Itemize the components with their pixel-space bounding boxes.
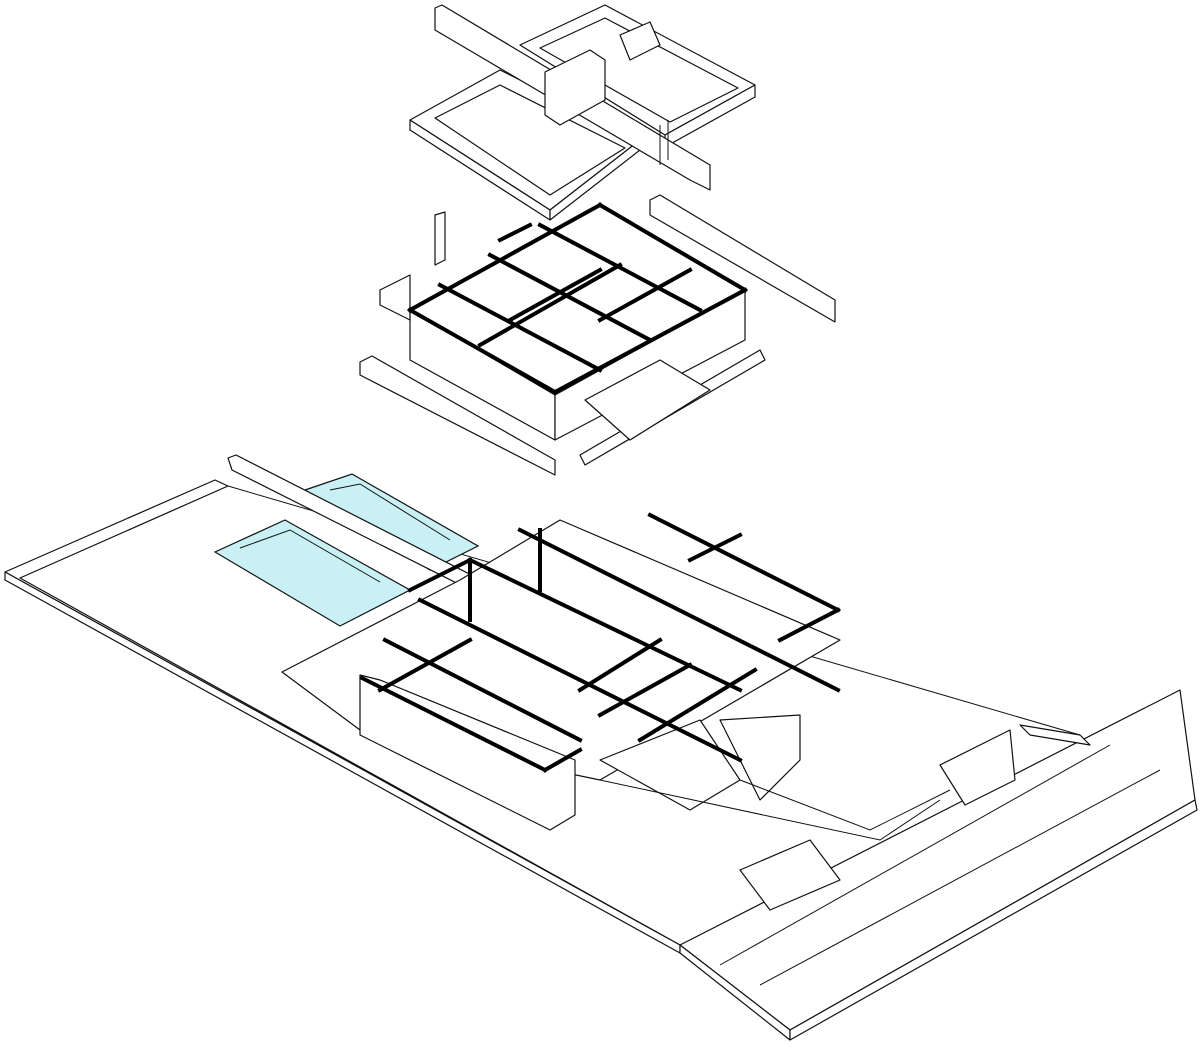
driveway-line-2 [759,769,1161,986]
roof-parapet-b [539,17,739,123]
wall [497,222,533,243]
wall [647,512,841,613]
wall [407,202,603,313]
site-edge-right [789,799,1198,1041]
wall [597,267,693,323]
entrance-gate-block [739,839,841,911]
wall [359,675,548,773]
rear-corner-wall [1019,724,1091,746]
roof-stair-box [544,49,606,126]
pool-step-line-2 [329,483,451,541]
wall [552,287,748,395]
wall [407,557,473,593]
wall [407,307,558,395]
driveway-line [719,744,1111,966]
wall [537,222,703,313]
upper-left-balcony [379,274,411,321]
wall [542,747,583,773]
ground-front-wall [359,674,576,831]
upper-slab-edge-rear [649,194,836,323]
upper-fin-wall [434,211,446,266]
ground-floor [281,512,1016,911]
roof-parapet-a [434,84,626,196]
site-plate [4,479,1198,1041]
wall [637,667,758,743]
wall [507,267,603,323]
wall [382,637,583,743]
garage-block [719,714,801,801]
wall [487,252,653,343]
roof [409,4,756,221]
wall [477,262,623,348]
pool-step-line [239,529,381,583]
wall [467,557,743,693]
upper-slab-edge-front [359,355,556,476]
roof-skylight [619,21,661,61]
wall [777,607,841,643]
upper-terrace [584,359,711,441]
wall [597,662,693,718]
wall [597,202,748,293]
ramp-line [599,779,941,841]
wall [377,637,473,693]
wall [577,637,663,693]
wall [417,597,743,763]
wall [687,532,743,563]
wall [517,527,841,693]
upper-floor [359,194,836,476]
side-gate-block [939,729,1016,806]
ramp-line-2 [739,779,951,831]
wall [437,282,603,373]
